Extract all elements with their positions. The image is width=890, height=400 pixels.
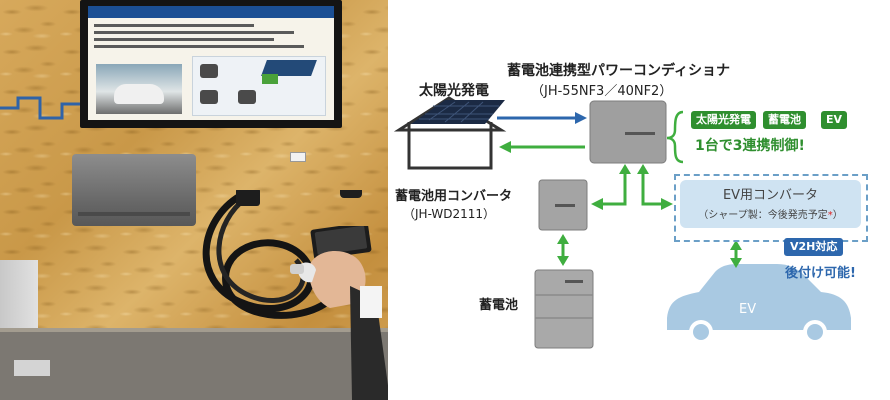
- unit-strip: [78, 212, 190, 216]
- battery-converter-label: 蓄電池用コンバータ: [395, 185, 512, 204]
- solar-label: 太陽光発電: [419, 80, 489, 100]
- battery-icon: [535, 270, 593, 348]
- arrow-evconverter-ev: [730, 240, 742, 268]
- badge-solar: 太陽光発電: [691, 111, 756, 129]
- power-conditioner-icon: [590, 101, 666, 163]
- screen-text-line: [94, 45, 304, 48]
- house-icon: [238, 90, 256, 104]
- blue-pipe-icon: [0, 90, 90, 130]
- screen-text-line: [94, 31, 294, 34]
- ev-converter-box: EV用コンバータ （シャープ製：今後発売予定*）: [680, 180, 861, 228]
- arrow-pcs-to-house: [499, 141, 585, 153]
- screen-text-line: [94, 38, 274, 41]
- v2h-badge: V2H対応: [784, 238, 843, 256]
- car-icon: [114, 84, 164, 104]
- ev-converter-note: （シャープ製：今後発売予定*）: [680, 206, 861, 221]
- arrow-pcs-battery-converter: [591, 164, 631, 210]
- wall-sticker: [290, 152, 306, 162]
- cabinet-foot: [14, 360, 50, 376]
- ev-converter-note-end: ）: [833, 210, 843, 221]
- hand-holding-phone-icon: [290, 226, 388, 400]
- battery-converter-icon: [539, 180, 587, 230]
- ev-converter-title: EV用コンバータ: [680, 184, 861, 203]
- monitor-screen: [88, 6, 334, 120]
- retrofit-text: 後付け可能!: [785, 262, 856, 281]
- bracket-icon: [667, 112, 683, 162]
- badge-battery: 蓄電池: [763, 111, 806, 129]
- screen-text-line: [94, 24, 254, 27]
- control-text: 1台で3連携制御!: [695, 135, 805, 155]
- badge-ev: EV: [821, 111, 847, 129]
- arrow-pcs-ev-converter: [637, 164, 673, 210]
- arrow-converter-battery: [557, 234, 569, 266]
- status-chip: [262, 74, 278, 84]
- pcs-title: 蓄電池連携型パワーコンディショナ: [507, 60, 730, 80]
- ev-label: EV: [739, 302, 756, 317]
- arrow-solar-to-pcs: [497, 112, 587, 124]
- ev-converter-note-text: （シャープ製：今後発売予定: [698, 210, 827, 221]
- device-icon: [200, 64, 218, 78]
- screen-header-bar: [88, 6, 334, 18]
- car-icon: [200, 90, 218, 104]
- display-monitor: [80, 0, 342, 128]
- battery-label: 蓄電池: [479, 294, 518, 313]
- booth-photo: [0, 0, 388, 400]
- system-diagram: 太陽光発電 蓄電池連携型パワーコンディショナ （JH-55NF3／40NF2） …: [389, 0, 890, 400]
- battery-converter-model: （JH-WD2111）: [403, 205, 495, 222]
- pcs-model: （JH-55NF3／40NF2）: [531, 80, 672, 99]
